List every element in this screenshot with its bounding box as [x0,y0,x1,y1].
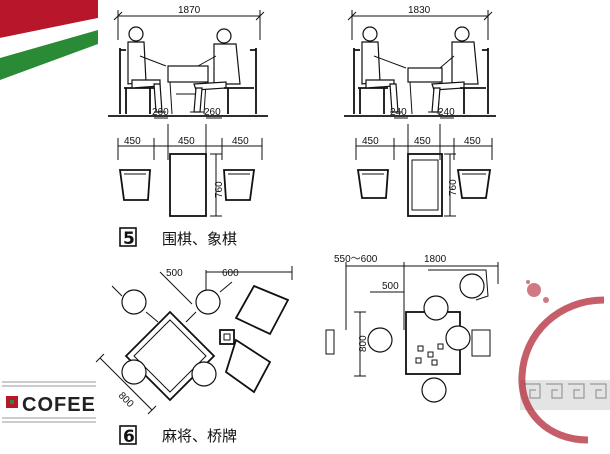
plan-left: 450 260 450 260 450 760 [117,107,263,217]
dim-240-a: 240 [390,107,407,118]
plan-right: 450 240 450 240 450 760 [355,107,493,217]
section-number-5: 5 [123,229,135,249]
caption-5: 5 围棋、象棋 [119,227,237,249]
dim-760-left: 760 [214,181,225,198]
dim-450-a: 450 [124,136,141,147]
elevation-left: 1870 [108,5,268,117]
caption-6: 6 麻将、桥牌 [119,425,237,447]
dim-800-square: 800 [358,335,369,352]
dim-450-b: 450 [178,136,195,147]
dim-550-600: 550～600 [334,254,378,265]
dim-450-c: 450 [232,136,249,147]
plan-square-bridge: 550～600 1800 500 800 [325,254,499,403]
dim-600-diagonal: 600 [222,268,239,279]
dim-1870: 1870 [178,5,201,16]
dim-500-square: 500 [382,281,399,292]
dim-500-diagonal: 500 [166,268,183,279]
caption-go-chess: 围棋、象棋 [162,230,237,248]
dim-450-d: 450 [362,136,379,147]
dim-450-e: 450 [414,136,431,147]
corner-decoration [0,0,98,80]
dim-1830: 1830 [408,5,431,16]
dim-800-diagonal: 800 [116,390,136,410]
dim-240-b: 240 [438,107,455,118]
caption-mahjong-bridge: 麻将、桥牌 [162,427,237,445]
coffee-stain-ring [518,296,605,444]
dim-1800: 1800 [424,254,447,265]
section-number-6: 6 [123,427,135,447]
dim-260-b: 260 [204,107,221,118]
dim-760-right: 760 [448,179,459,196]
plan-diagonal-mahjong: 500 600 800 [95,266,293,415]
brand-text: COFEE [22,394,96,416]
dim-260-a: 260 [152,107,169,118]
right-decoration [518,280,610,444]
elevation-right: 1830 [344,5,496,117]
brand-logo: COFEE [0,378,98,430]
dim-450-f: 450 [464,136,481,147]
